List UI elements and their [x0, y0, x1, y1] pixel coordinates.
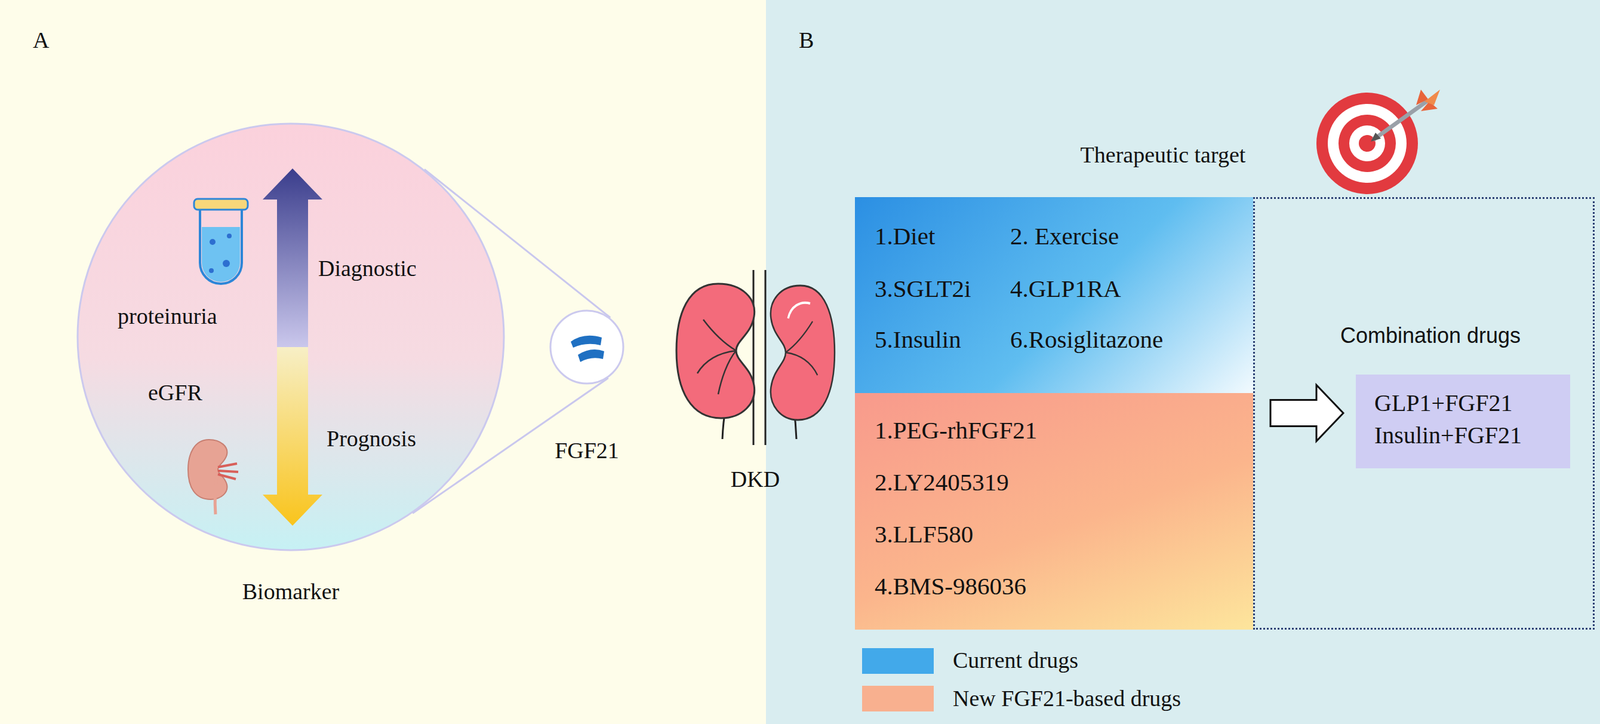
node-text: 5.Insulin — [874, 325, 962, 354]
biomarker-circle-outline — [76, 122, 506, 552]
block-arrow — [1270, 385, 1344, 442]
node-text: GLP1+FGF21 — [1374, 389, 1513, 417]
node-text: Biomarker — [242, 578, 340, 605]
node-text: 1.Diet — [874, 222, 935, 251]
kidney-illustration — [676, 269, 835, 445]
panel-a-ground — [0, 0, 766, 724]
node-text: 6.Rosiglitazone — [1010, 325, 1163, 354]
combination-box: GLP1+FGF21Insulin+FGF21 — [1355, 374, 1571, 469]
legend-swatch — [862, 647, 934, 674]
biomarker-circle: DiagnosticproteinuriaeGFRPrognosisBiomar… — [76, 122, 506, 552]
node-text: Diagnostic — [318, 255, 417, 282]
node-text: 4.GLP1RA — [1010, 274, 1122, 303]
node-text: 2.LY2405319 — [874, 468, 1009, 497]
target-icon — [1316, 89, 1440, 195]
node-text: 1.PEG-rhFGF21 — [874, 416, 1038, 445]
fgf21-circle-outline — [549, 309, 625, 385]
panel-b-ground — [765, 0, 1600, 724]
node-text: Combination drugs — [1340, 322, 1521, 348]
node-text: Insulin+FGF21 — [1374, 421, 1522, 449]
node-text: proteinuria — [117, 303, 218, 330]
panel-label: Therapeutic target — [1080, 142, 1246, 169]
panel-label: DKD — [730, 466, 780, 493]
fgf21-drugs-box: 1.PEG-rhFGF21 2.LY2405319 3.LLF580 4.BMS-98… — [854, 392, 1254, 630]
legend-text: Current drugs — [952, 647, 1079, 674]
panel-label: B — [798, 27, 814, 54]
legend-text: New FGF21-based drugs — [952, 685, 1181, 712]
node-text: 3.SGLT2i — [874, 274, 971, 303]
panel-label: A — [32, 27, 49, 54]
current-drugs-box: 1.Diet 2. Exercise 3.SGLT2i 4.GLP1RA 5.Insul… — [854, 197, 1254, 393]
node-text: Prognosis — [326, 425, 417, 452]
node-text: eGFR — [148, 379, 203, 406]
node-text: 3.LLF580 — [874, 520, 974, 549]
fgf21-circle: FGF21 — [549, 309, 625, 385]
node-text: 2. Exercise — [1010, 222, 1119, 251]
combination-region: Combination drugsGLP1+FGF21Insulin+FGF21 — [1253, 197, 1595, 630]
legend-swatch — [862, 685, 934, 712]
node-text: 4.BMS-986036 — [874, 571, 1027, 600]
node-text: FGF21 — [554, 437, 620, 464]
